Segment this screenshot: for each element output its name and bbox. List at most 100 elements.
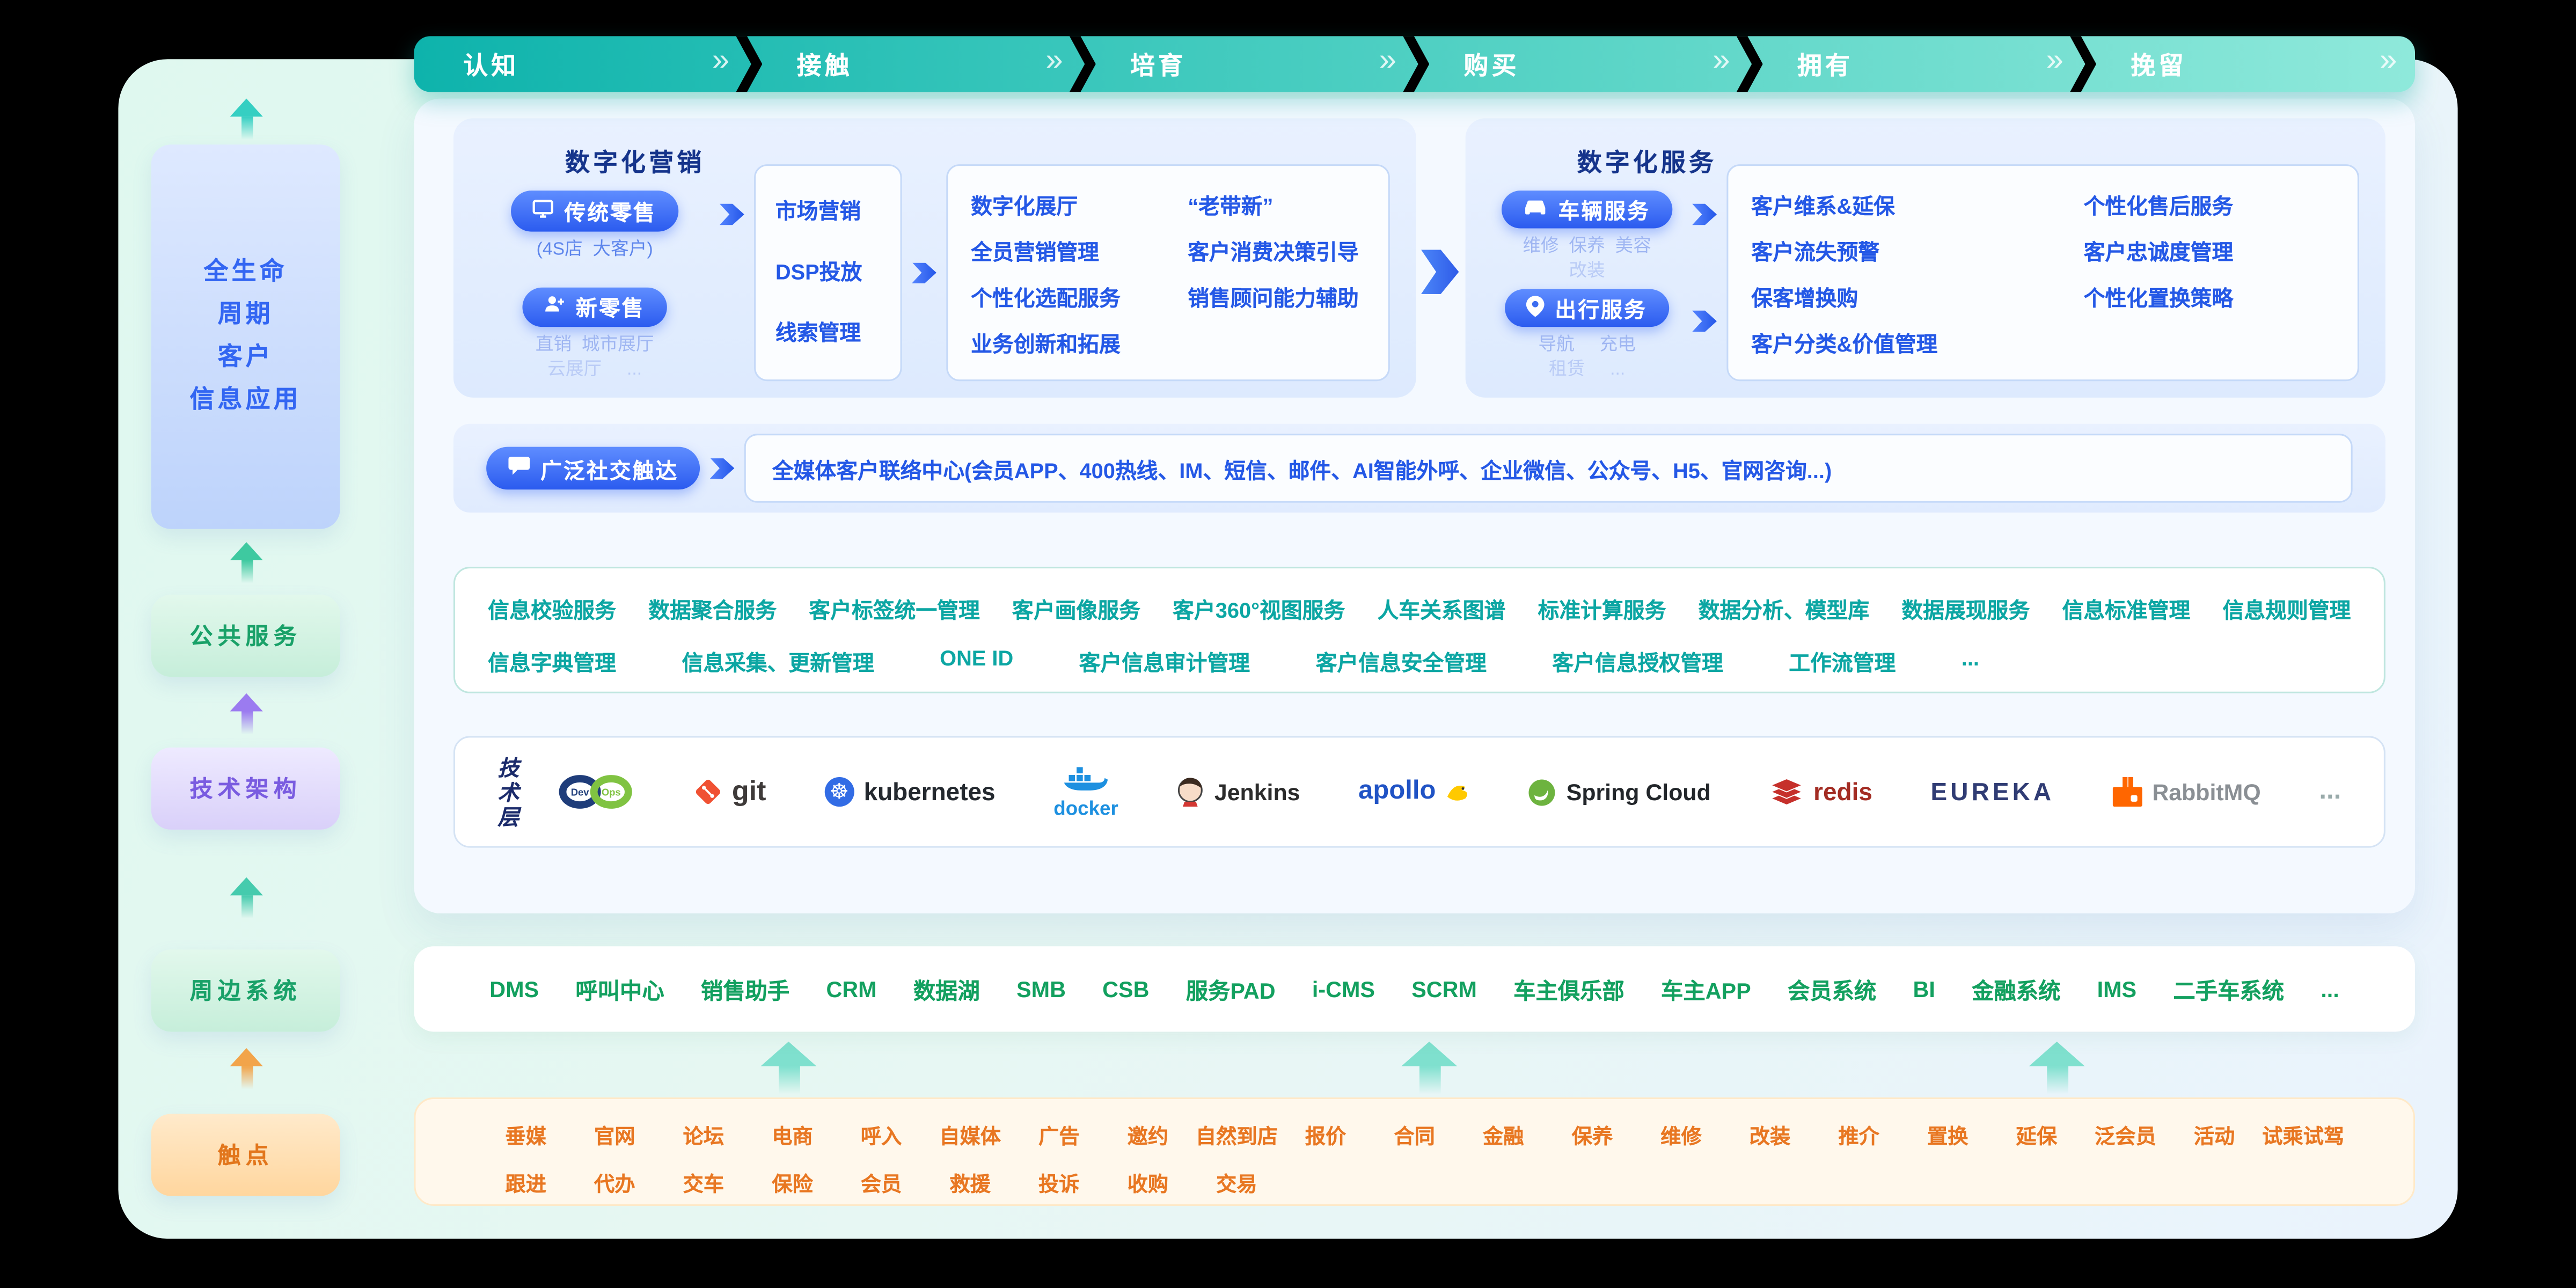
eureka-logo: EUREKA [1930,778,2055,806]
lifecycle-stage-label: 接触 [796,52,853,80]
peripheral-system-item: 车主俱乐部 [1513,979,1624,1004]
touchpoint-item: 合同 [1394,1125,1435,1148]
spring-leaf-icon [1529,779,1556,805]
digital-marketing-title: 数字化营销 [565,149,705,178]
redis-logo: redis [1769,776,1872,807]
jenkins-logo: Jenkins [1176,775,1300,808]
tech-layer-label-char: 技 [497,755,519,780]
flow-arrow-icon [1692,310,1717,332]
channel-item: DSP投放 [775,259,862,284]
capability-item: 客户流失预警 [1751,239,1880,265]
lifecycle-stage-label: 认知 [463,52,519,80]
omni-contact-center-box: 全媒体客户联络中心(会员APP、400热线、IM、短信、邮件、AI智能外呼、企业… [744,434,2353,503]
docker-whale-icon [1064,766,1108,790]
touchpoint-item: 救援 [949,1173,991,1196]
sidebar-tech-architecture-box: 技术架构 [151,747,340,830]
big-up-arrow-icon [2029,1041,2085,1094]
sidebar-lifecycle-line: 客户 [217,343,274,371]
touchpoint-item: 交车 [683,1173,724,1196]
public-service-item: 信息标准管理 [2062,598,2191,623]
touchpoint-item: 论坛 [683,1125,724,1148]
travel-service-label: 出行服务 [1555,297,1647,322]
channel-item: 市场营销 [775,199,861,224]
chevron-right-icon: » [1713,43,1730,78]
peripheral-system-item: ... [2321,976,2339,1001]
touchpoint-item: 呼入 [860,1125,902,1148]
monitor-icon [533,199,554,223]
chevron-right-icon: » [1379,43,1396,78]
public-service-item: 信息采集、更新管理 [682,650,874,676]
lifecycle-stage-bar: 认知 » 接触 » 培育 » 购买 » 拥有 » [414,36,2415,92]
sidebar-lifecycle-line: 信息应用 [189,386,302,414]
big-up-arrow-icon [1401,1041,1458,1094]
vehicle-service-sub2: 改装 [1569,261,1605,281]
person-plus-icon [545,295,566,319]
redis-stack-icon [1769,777,1804,805]
chat-bubble-icon [508,455,531,481]
capability-item: 数字化展厅 [971,194,1078,219]
peripheral-system-item: i-CMS [1312,976,1375,1001]
devops-logo: Dev Ops [559,774,634,810]
up-arrow-icon [229,542,265,583]
capability-item: 个性化置换策略 [2083,286,2234,311]
touchpoint-item: 收购 [1127,1173,1169,1196]
social-reach-pill: 广泛社交触达 [486,447,700,490]
lifecycle-stage: 购买 » [1415,36,1748,92]
touchpoint-item: 改装 [1749,1125,1791,1148]
peripheral-system-item: 数据湖 [913,979,980,1004]
touchpoint-item: 会员 [860,1173,902,1196]
rabbitmq-logo: RabbitMQ [2112,777,2261,807]
public-service-item: 标准计算服务 [1538,598,1666,623]
peripheral-system-item: CRM [826,976,877,1001]
sidebar-touchpoints-box: 触点 [151,1114,340,1196]
touchpoint-item: 置换 [1927,1125,1968,1148]
public-service-item: 数据展现服务 [1901,598,2030,623]
lifecycle-stage-label: 挽留 [2131,52,2187,80]
kubernetes-logo: ☸ kubernetes [824,777,996,807]
service-capabilities-col1: 客户维系&延保客户流失预警保客增换购客户分类&价值管理 [1751,179,2083,367]
social-reach-row: 广泛社交触达 全媒体客户联络中心(会员APP、400热线、IM、短信、邮件、AI… [453,423,2385,513]
public-service-item: ... [1961,646,1979,670]
digital-services-flow: 车辆服务 维修 保养 美容 改装 出行服务 导航 充电 租赁 ... [1492,164,2359,382]
up-arrow-icon [229,1048,265,1089]
tech-logo-row: Dev Ops git ☸ kubernetes docker [559,765,2341,819]
public-service-item: 客户标签统一管理 [809,598,980,623]
service-capabilities-col2: 个性化售后服务客户忠诚度管理个性化置换策略 [2084,179,2334,367]
travel-service-sub2: 租赁 ... [1549,360,1626,380]
capability-item: 保客增换购 [1751,286,1858,311]
service-capabilities-box: 客户维系&延保客户流失预警保客增换购客户分类&价值管理 个性化售后服务客户忠诚度… [1726,164,2359,382]
touchpoint-item: 官网 [594,1125,635,1148]
traditional-retail-pill: 传统零售 [511,191,678,231]
flow-arrow-icon [911,262,936,284]
marketing-capabilities-col1: 数字化展厅全员营销管理个性化选配服务业务创新和拓展 [971,179,1188,367]
vehicle-service-label: 车辆服务 [1558,199,1650,224]
tech-layer-box: 技术层 Dev Ops git ☸ kubernetes [453,736,2385,848]
lifecycle-stage: 认知 » [414,36,747,92]
capability-item: 客户消费决策引导 [1188,239,1359,265]
capability-item: 客户忠诚度管理 [2083,239,2234,265]
lifecycle-stage-label: 购买 [1463,52,1520,80]
svg-text:Dev: Dev [571,787,589,798]
vehicle-service-pill: 车辆服务 [1502,191,1672,229]
touchpoint-item: 代办 [594,1173,635,1196]
git-diamond-icon [695,779,720,804]
service-modes-column: 车辆服务 维修 保养 美容 改装 出行服务 导航 充电 租赁 ... [1492,164,1682,381]
location-pin-icon [1527,295,1546,321]
public-service-item: 数据聚合服务 [648,598,777,623]
main-panel: 数字化营销 传统零售 (4S店 大客户) 新零售 直销 城市展厅 云展厅 ... [414,98,2415,914]
vehicle-service-sub1: 维修 保养 美容 [1523,236,1651,257]
public-service-item: 信息字典管理 [488,650,617,676]
peripheral-system-item: 二手车系统 [2173,979,2285,1004]
public-service-item: ONE ID [940,646,1014,670]
tech-layer-label-char: 层 [497,804,519,829]
rabbitmq-icon [2112,777,2142,807]
peripheral-system-item: SCRM [1411,976,1477,1001]
touchpoint-item: 保养 [1571,1125,1613,1148]
touchpoint-item: 邀约 [1127,1125,1169,1148]
tech-layer-label-char: 术 [497,779,519,804]
apollo-bird-icon [1447,785,1467,800]
jenkins-butler-icon [1178,778,1203,807]
